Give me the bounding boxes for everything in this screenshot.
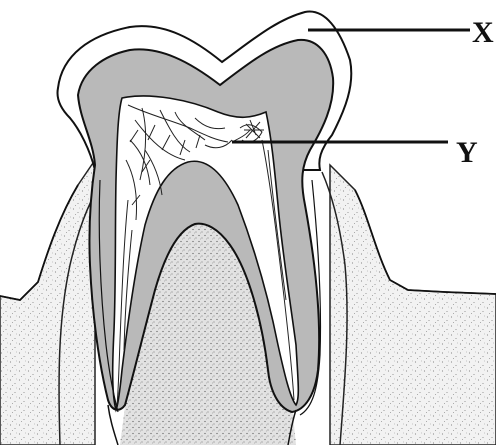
- label-y: Y: [456, 136, 478, 169]
- root-tip-left: [108, 405, 118, 445]
- label-x: X: [472, 16, 494, 49]
